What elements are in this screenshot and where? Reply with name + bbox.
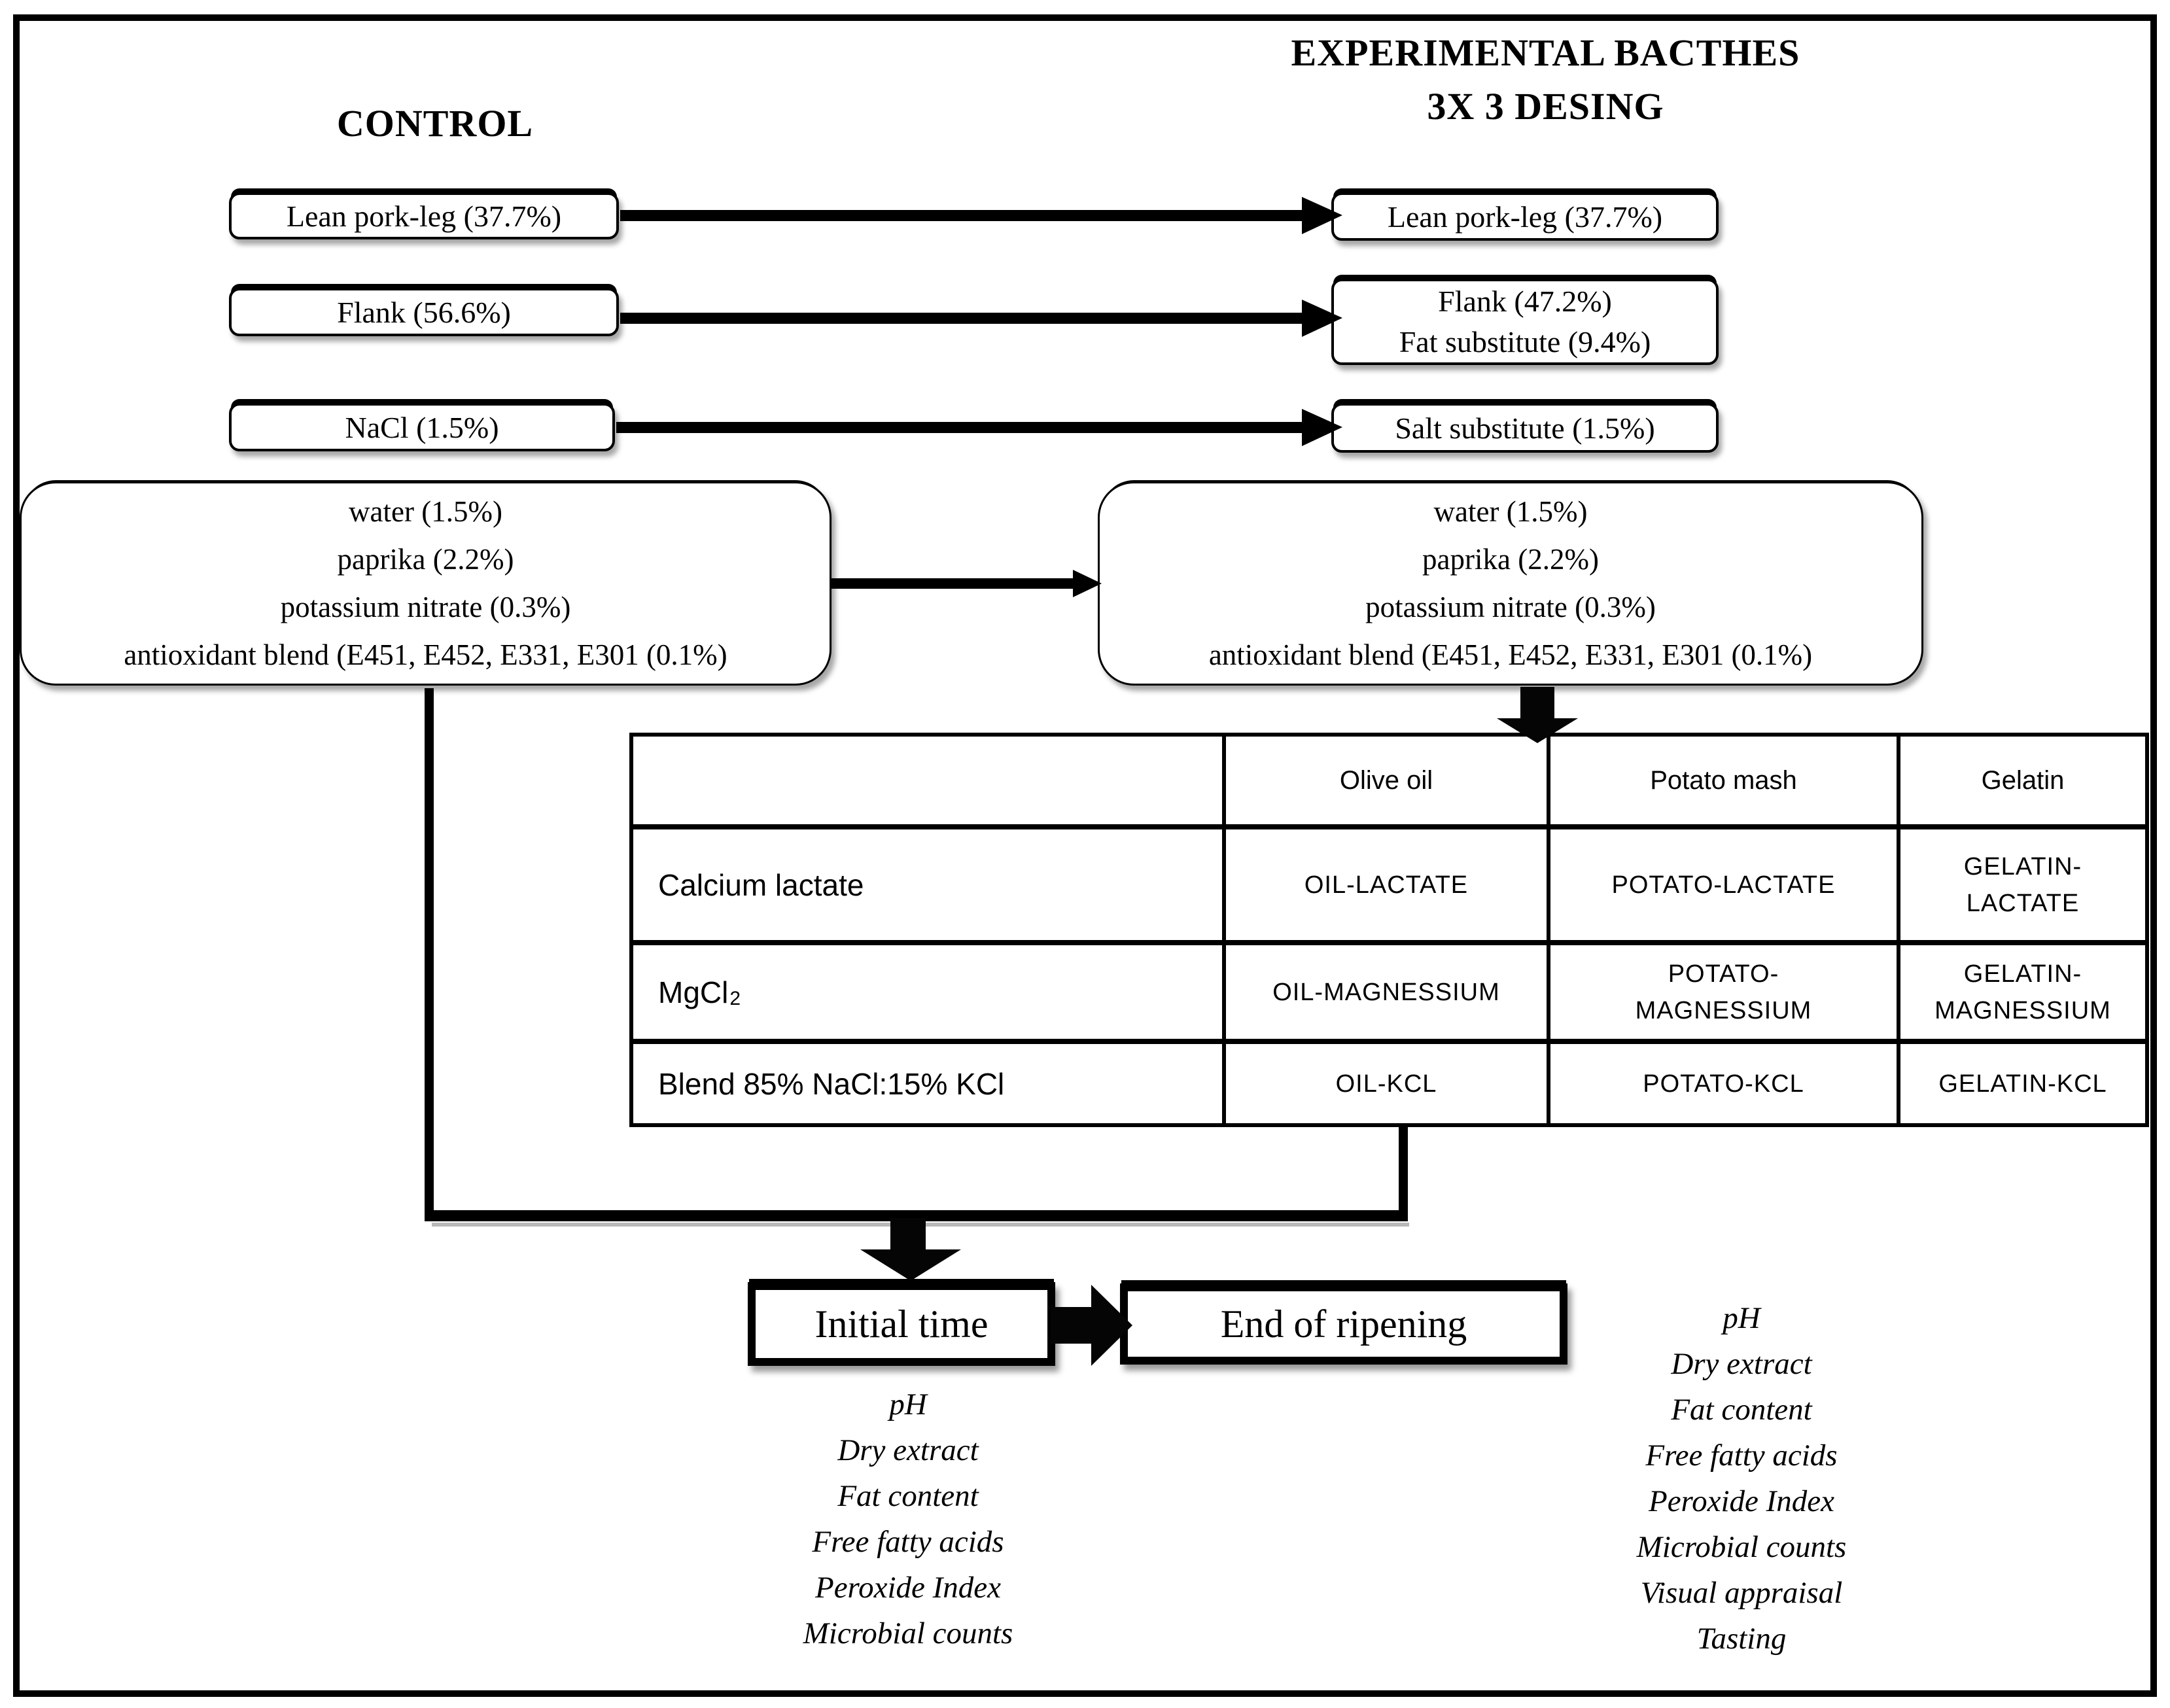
metric-item: Free fatty acids [812,1525,1004,1559]
experimental-box-additives: water (1.5%) paprika (2.2%) potassium ni… [1098,481,1923,686]
table-cell-gelatin-kcl: GELATIN-KCL [1938,1070,2107,1098]
control-box-flank: Flank (56.6%) [229,288,619,336]
flank-line: Flank (47.2%) [1438,285,1612,318]
experimental-box-flank-fat: Flank (47.2%) Fat substitute (9.4%) [1331,279,1719,365]
table-rowlabel-blend-nacl-kcl: Blend 85% NaCl:15% KCl [633,1044,1226,1123]
metric-item: Tasting [1696,1622,1787,1656]
table-header-potato-mash: Potato mash [1550,737,1900,829]
table-cell-potato-lactate: POTATO-LACTATE [1550,829,1900,945]
table-cell-gelatin-magnessium: GELATIN- MAGNESSIUM [1900,945,2145,1044]
control-heading: CONTROL [336,102,534,145]
rowlabel-text: Calcium lactate [658,867,864,902]
table-cell-oil-magnessium: OIL-MAGNESSIUM [1226,945,1550,1044]
additive-line: water (1.5%) [1433,495,1588,528]
table-cell-oil-lactate: OIL-LACTATE [1226,829,1550,945]
experimental-box-lean-pork: Lean pork-leg (37.7%) [1331,192,1719,241]
metric-item: Peroxide Index [814,1571,1002,1605]
metric-item: Free fatty acids [1645,1438,1838,1473]
control-box-nacl: NaCl (1.5%) [229,403,615,451]
metric-item: Microbial counts [1636,1530,1847,1564]
metric-item: Visual appraisal [1640,1576,1843,1610]
control-box-lean-pork: Lean pork-leg (37.7%) [229,192,619,239]
additive-line: water (1.5%) [349,495,502,528]
metric-item: Microbial counts [803,1616,1013,1650]
additive-line: paprika (2.2%) [1422,543,1599,576]
rowlabel-text: Blend 85% NaCl:15% KCl [658,1066,1005,1101]
table-header-gelatin: Gelatin [1900,737,2145,829]
experimental-heading-line2: 3X 3 DESING [1427,85,1664,128]
table-cell-potato-magnessium: POTATO- MAGNESSIUM [1550,945,1900,1044]
experimental-heading-line1: EXPERIMENTAL BACTHES [1291,31,1800,74]
table-cell-gelatin-lactate: GELATIN- LACTATE [1900,829,2145,945]
end-of-ripening-metrics-list: pH Dry extract Fat content Free fatty ac… [1499,1295,1984,1662]
metric-item: Peroxide Index [1648,1484,1835,1518]
metric-item: Fat content [1671,1393,1812,1427]
metric-item: Fat content [837,1479,979,1513]
experimental-box-salt-substitute: Salt substitute (1.5%) [1331,403,1719,453]
metric-item: pH [1723,1301,1760,1335]
table-cell-potato-kcl: POTATO-KCL [1550,1044,1900,1123]
metric-item: Dry extract [1671,1347,1812,1381]
additive-line: potassium nitrate (0.3%) [1365,591,1656,623]
additive-line: paprika (2.2%) [337,543,514,576]
design-table: Olive oil Potato mash Gelatin Calcium la… [629,733,2149,1127]
table-corner-cell [633,737,1226,829]
figure-border [13,14,2157,1697]
table-cell-oil-kcl: OIL-KCL [1226,1044,1550,1123]
rowlabel-text: MgCl [658,975,729,1009]
metric-item: pH [889,1387,927,1421]
additive-line: potassium nitrate (0.3%) [280,591,571,623]
initial-time-metrics-list: pH Dry extract Fat content Free fatty ac… [666,1382,1150,1656]
additive-line: antioxidant blend (E451, E452, E331, E30… [124,638,727,671]
additive-line: antioxidant blend (E451, E452, E331, E30… [1208,638,1813,671]
initial-time-box: Initial time [748,1282,1055,1366]
experimental-heading: EXPERIMENTAL BACTHES 3X 3 DESING [1106,26,1986,133]
table-rowlabel-calcium-lactate: Calcium lactate [633,829,1226,945]
table-header-olive-oil: Olive oil [1226,737,1550,829]
fat-substitute-line: Fat substitute (9.4%) [1399,325,1651,358]
metric-item: Dry extract [837,1433,979,1467]
control-box-additives: water (1.5%) paprika (2.2%) potassium ni… [20,481,831,686]
